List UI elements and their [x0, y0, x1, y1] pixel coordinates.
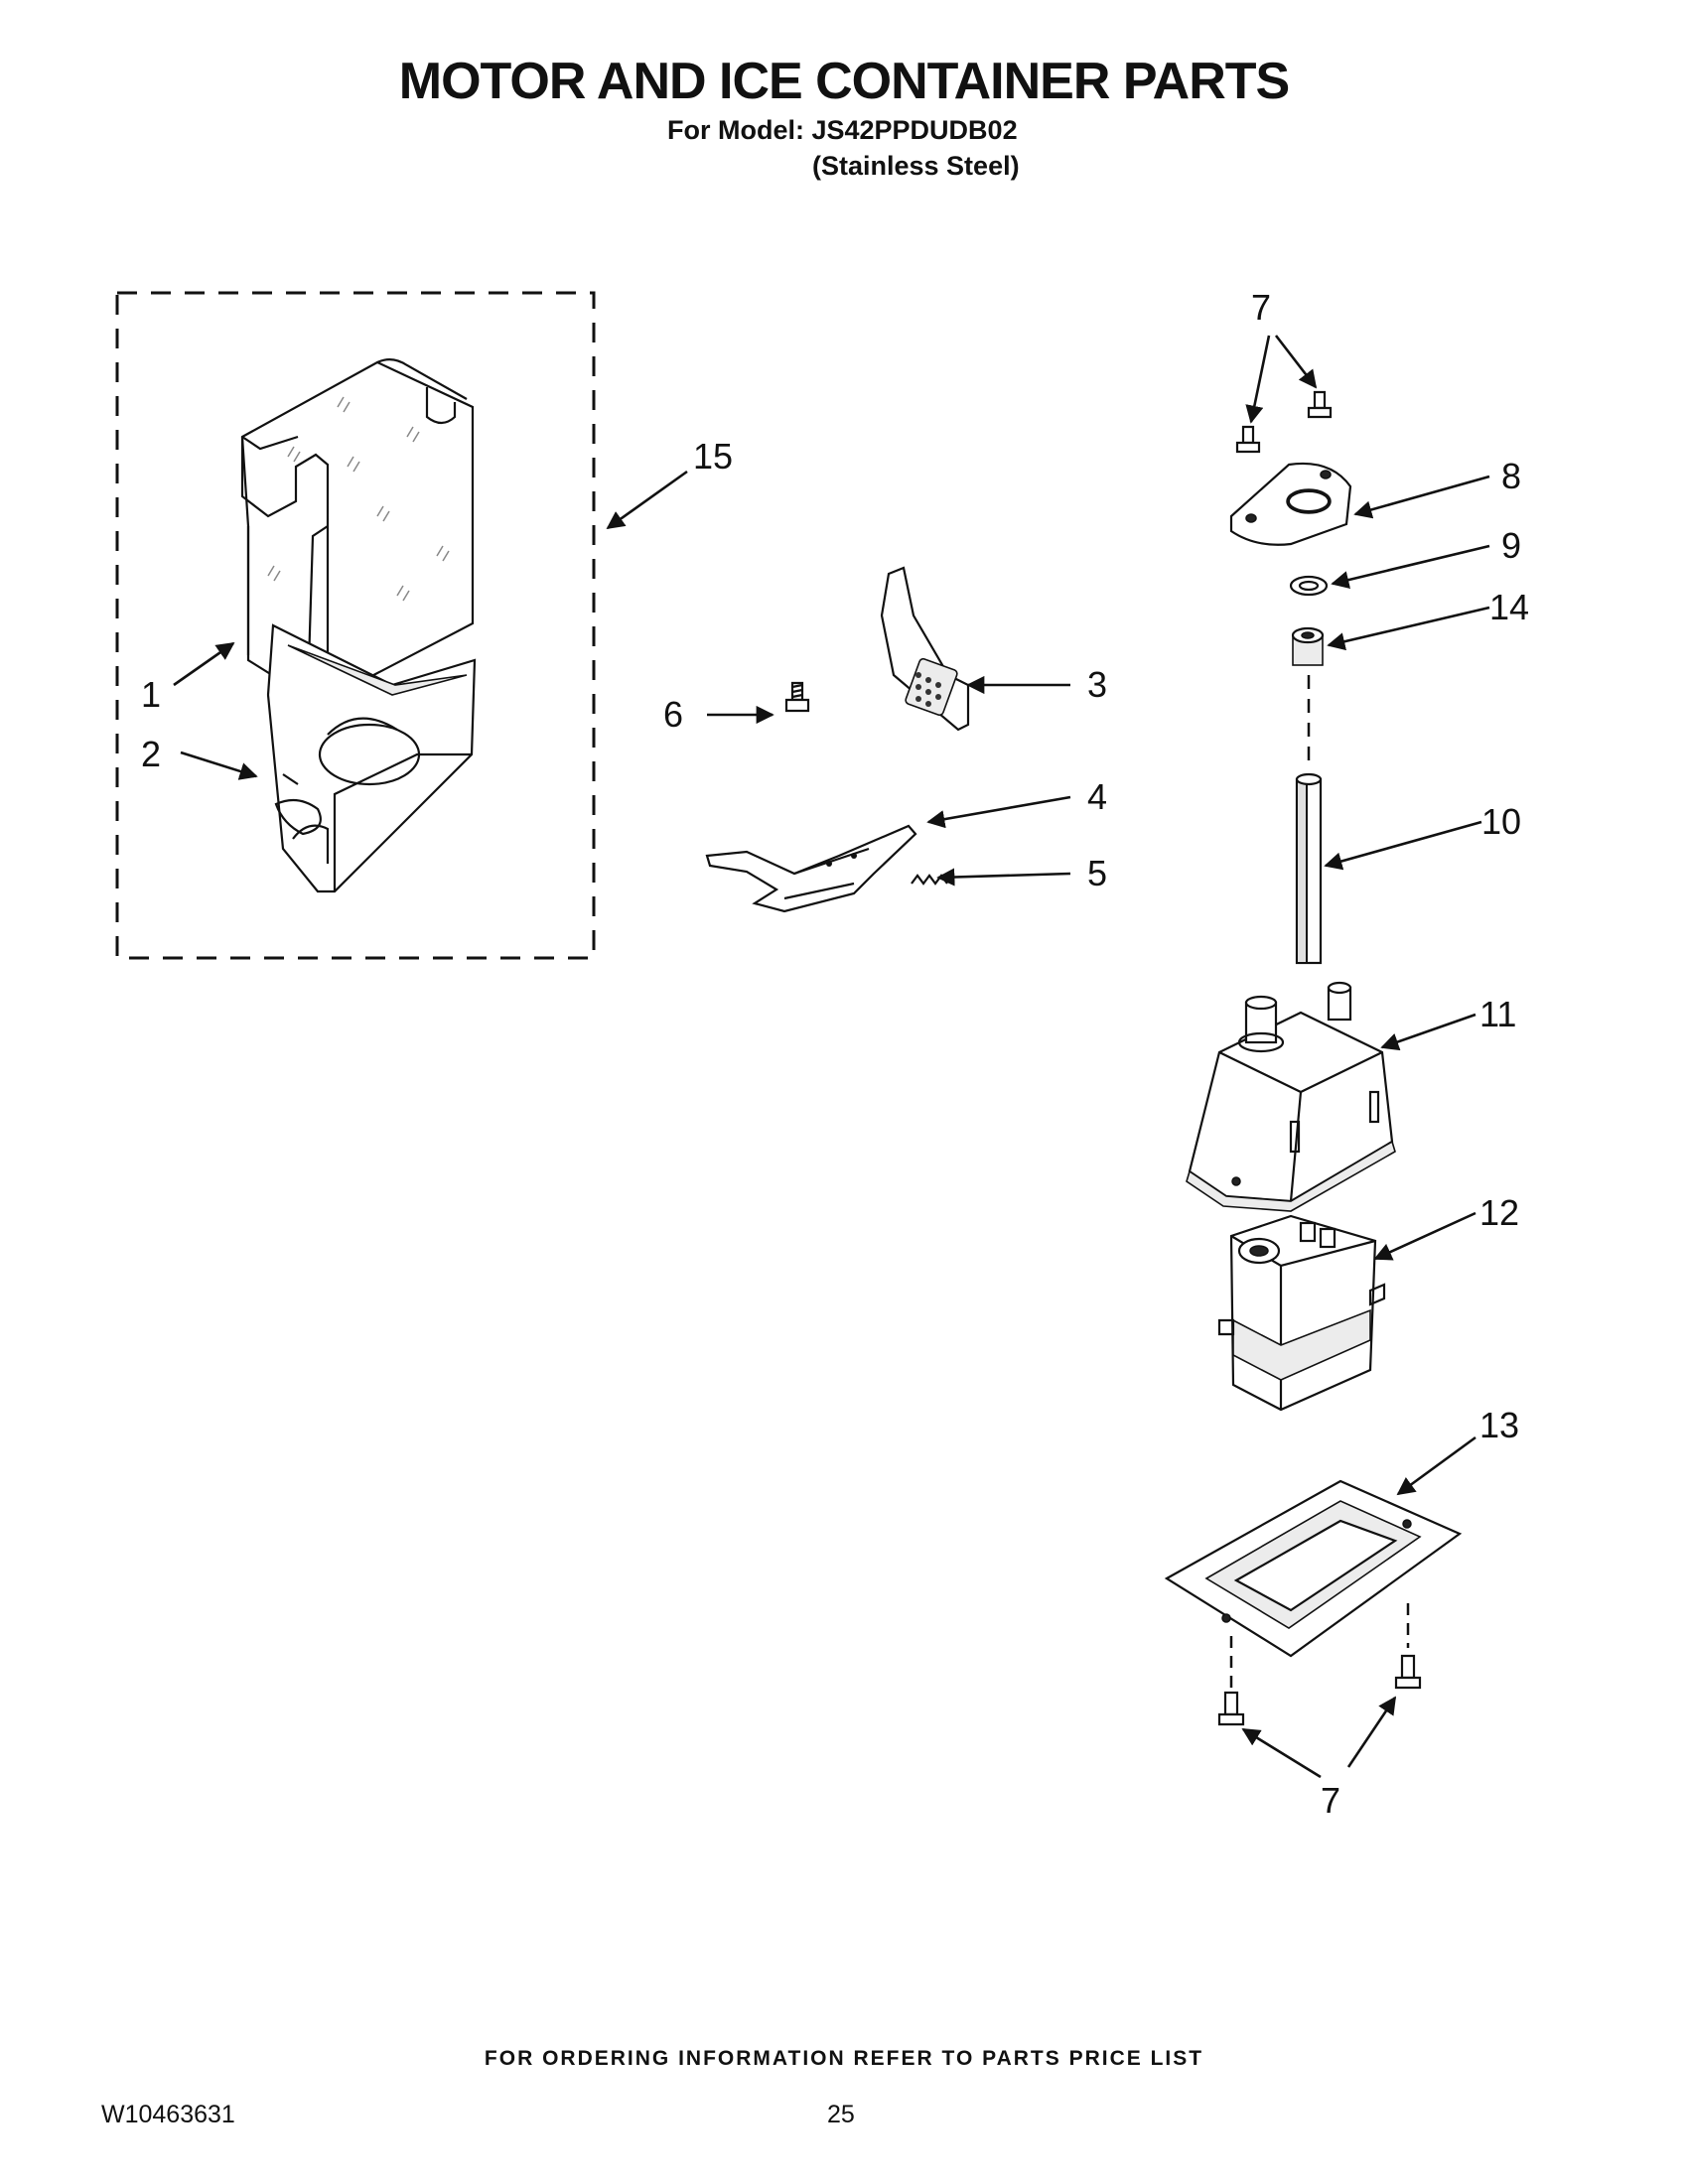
- callout-12: 12: [1479, 1192, 1519, 1233]
- callout-15: 15: [693, 436, 733, 477]
- document-number: W10463631: [101, 2101, 235, 2128]
- part-6-screw: [784, 681, 810, 713]
- part-10-shaft: [1295, 772, 1323, 965]
- callout-2: 2: [141, 734, 161, 774]
- callout-8: 8: [1501, 456, 1521, 496]
- part-7-top-screws: [1235, 390, 1333, 454]
- part-3-bracket: [880, 566, 970, 732]
- part-4-actuator-arm: [705, 824, 917, 913]
- page-title: MOTOR AND ICE CONTAINER PARTS: [398, 53, 1290, 110]
- callout-labels: 1 2 3 4 5 6 7 8 9 14 10 11 12 13 7 15: [141, 287, 1529, 1821]
- callout-4: 4: [1087, 776, 1107, 817]
- callout-1: 1: [141, 674, 161, 715]
- callout-9: 9: [1501, 525, 1521, 566]
- callout-7-top: 7: [1251, 287, 1271, 328]
- leader-arrows: [173, 335, 1490, 1779]
- callout-3: 3: [1087, 664, 1107, 705]
- part-11-motor-cover: [1186, 981, 1396, 1212]
- ordering-note: FOR ORDERING INFORMATION REFER TO PARTS …: [484, 2047, 1204, 2070]
- part-8-mounting-plate: [1229, 462, 1352, 546]
- callout-13: 13: [1479, 1405, 1519, 1445]
- part-9-washer: [1289, 575, 1329, 597]
- part-2-container-base: [266, 623, 477, 893]
- callout-7-bottom: 7: [1321, 1780, 1340, 1821]
- callout-11: 11: [1479, 994, 1516, 1034]
- callout-14: 14: [1489, 587, 1529, 627]
- finish-label: (Stainless Steel): [812, 151, 1020, 181]
- assembly-dashed-box: [115, 291, 596, 960]
- part-7-bottom-screws: [1217, 1654, 1422, 1726]
- callout-5: 5: [1087, 853, 1107, 893]
- page-number: 25: [827, 2101, 855, 2128]
- model-line: For Model: JS42PPDUDB02: [667, 115, 1018, 145]
- part-12-motor: [1217, 1214, 1386, 1412]
- callout-6: 6: [663, 694, 683, 735]
- part-14-bushing: [1291, 626, 1325, 666]
- part-13-gasket: [1164, 1479, 1463, 1658]
- callout-10: 10: [1481, 801, 1521, 842]
